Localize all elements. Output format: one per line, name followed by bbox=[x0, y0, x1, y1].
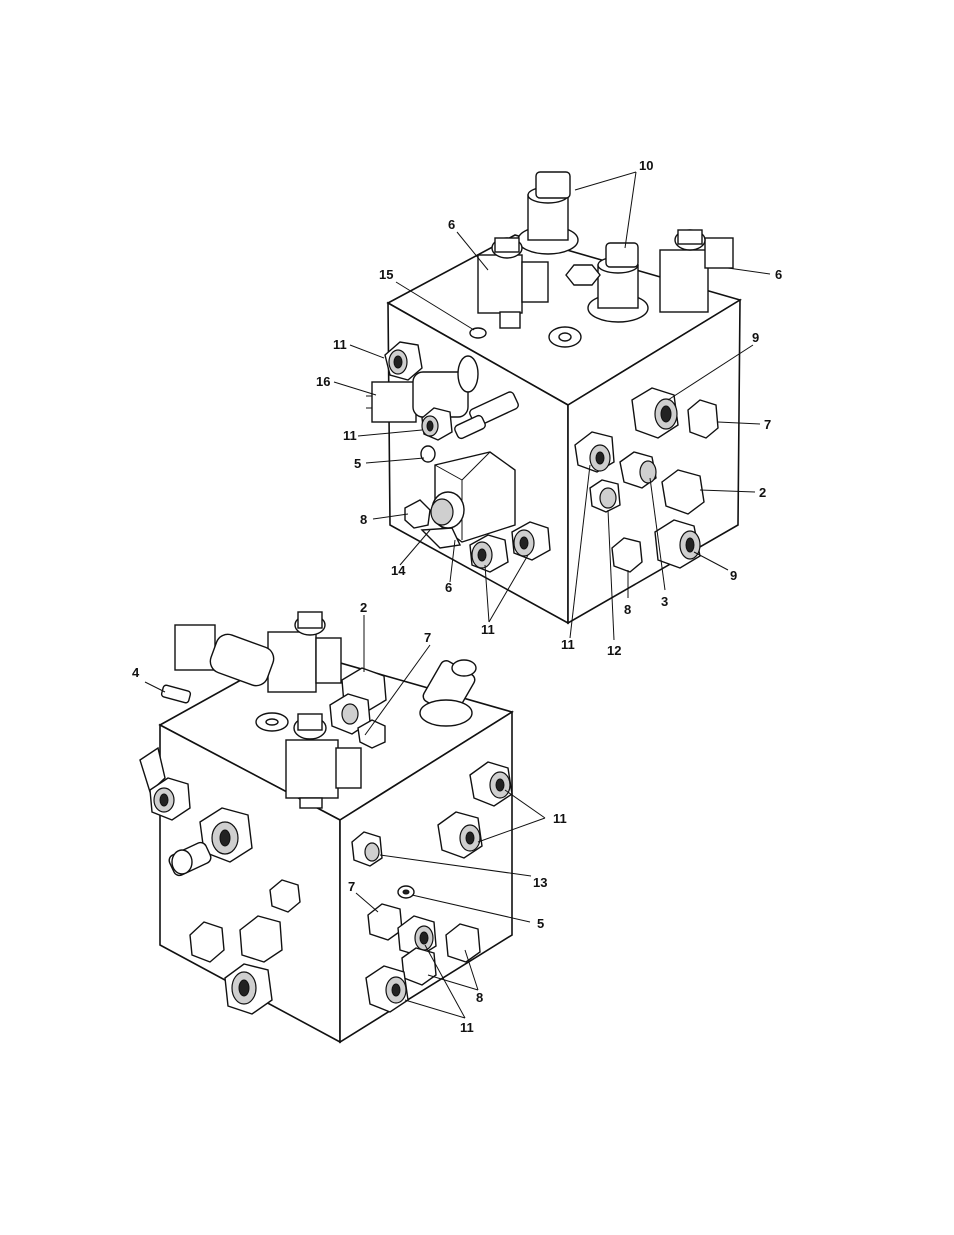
fitting-11-mid-left bbox=[421, 407, 453, 441]
fitting-9-lower bbox=[654, 519, 701, 569]
callout-4: 4 bbox=[132, 665, 140, 680]
callout-11-upper-c: 11 bbox=[481, 622, 495, 637]
cap-7-upper bbox=[687, 399, 719, 439]
sensor-4 bbox=[144, 681, 192, 704]
solenoid-coil-6a bbox=[477, 237, 549, 329]
fitting-left-2 bbox=[199, 807, 253, 863]
plug-8-lower-b bbox=[401, 947, 437, 986]
upper-manifold-block bbox=[366, 171, 742, 625]
callout-3: 3 bbox=[661, 594, 668, 609]
cap-left-1 bbox=[269, 879, 301, 913]
callout-8-right: 8 bbox=[624, 602, 631, 617]
cartridge-valve-10a bbox=[517, 171, 579, 255]
fitting-11-lower-right-a bbox=[469, 761, 513, 807]
callout-6-upper-b: 6 bbox=[775, 267, 782, 282]
callout-11-lower-b: 11 bbox=[460, 1020, 474, 1035]
callout-11-lower-a: 11 bbox=[553, 811, 567, 826]
callout-14: 14 bbox=[391, 563, 406, 578]
lower-manifold-block bbox=[139, 611, 514, 1044]
solenoid-top-lower-a bbox=[267, 611, 342, 693]
fitting-7-top-lower bbox=[329, 693, 386, 749]
plug-8-upper bbox=[404, 499, 431, 529]
solenoid-16 bbox=[366, 355, 479, 423]
fitting-left-1 bbox=[149, 777, 191, 821]
callout-7-lower-top: 7 bbox=[424, 630, 431, 645]
elbow-fitting-lower bbox=[419, 659, 477, 727]
callout-11-upper-b: 11 bbox=[343, 428, 357, 443]
callout-2-upper: 2 bbox=[759, 485, 766, 500]
o-ring-5-upper bbox=[420, 445, 436, 463]
callout-7-lower: 7 bbox=[348, 879, 355, 894]
callout-8-lower: 8 bbox=[476, 990, 483, 1005]
solenoid-6c bbox=[430, 451, 516, 543]
plug-8-lower-a bbox=[445, 923, 481, 963]
fitting-12 bbox=[589, 479, 621, 513]
plug-2-upper bbox=[661, 469, 705, 515]
plug-8-right bbox=[611, 537, 643, 573]
callout-labels: 10 6 6 15 11 16 11 5 8 14 6 11 9 7 2 9 3… bbox=[132, 158, 782, 1035]
callout-5-upper: 5 bbox=[354, 456, 361, 471]
tube-fitting-lower-left bbox=[168, 841, 212, 877]
bracket-left bbox=[139, 746, 166, 794]
callout-6-upper-c: 6 bbox=[445, 580, 452, 595]
cartridge-valve-10b bbox=[587, 242, 649, 323]
fitting-11-lower-b bbox=[511, 521, 551, 561]
callout-11-upper-a: 11 bbox=[333, 337, 347, 352]
hex-plug-top bbox=[565, 264, 601, 286]
callout-15: 15 bbox=[379, 267, 393, 282]
cap-left-2 bbox=[189, 921, 225, 963]
cap-left-3 bbox=[239, 915, 283, 963]
callout-11-upper-d: 11 bbox=[561, 637, 575, 652]
callout-10: 10 bbox=[639, 158, 653, 173]
fitting-9-upper bbox=[631, 387, 679, 439]
callout-16: 16 bbox=[316, 374, 330, 389]
callout-9-lower: 9 bbox=[730, 568, 737, 583]
fitting-11-lower-right-b bbox=[437, 811, 483, 859]
fitting-11-lower-a bbox=[469, 534, 509, 573]
callout-13: 13 bbox=[533, 875, 547, 890]
callout-7-upper: 7 bbox=[764, 417, 771, 432]
callout-6-upper-a: 6 bbox=[448, 217, 455, 232]
fitting-left-3 bbox=[224, 963, 273, 1015]
callout-8-upper: 8 bbox=[360, 512, 367, 527]
callout-5-lower: 5 bbox=[537, 916, 544, 931]
tube-fitting-left bbox=[454, 391, 519, 440]
leader-lines bbox=[333, 171, 771, 1019]
fitting-11-lower-right-d bbox=[365, 965, 409, 1013]
washer-15 bbox=[469, 327, 487, 339]
fitting-13 bbox=[351, 831, 383, 867]
fitting-11-upper-left bbox=[384, 341, 423, 381]
fitting-lower-right-c bbox=[397, 915, 437, 957]
fitting-11-right bbox=[574, 431, 615, 473]
fitting-3 bbox=[619, 451, 657, 489]
callout-12: 12 bbox=[607, 643, 621, 658]
solenoid-side-lower bbox=[174, 624, 275, 687]
callout-9-upper: 9 bbox=[752, 330, 759, 345]
connector-14 bbox=[420, 527, 462, 549]
solenoid-coil-6b bbox=[659, 229, 734, 313]
callout-2-lower: 2 bbox=[360, 600, 367, 615]
solenoid-top-lower-b bbox=[285, 713, 362, 809]
